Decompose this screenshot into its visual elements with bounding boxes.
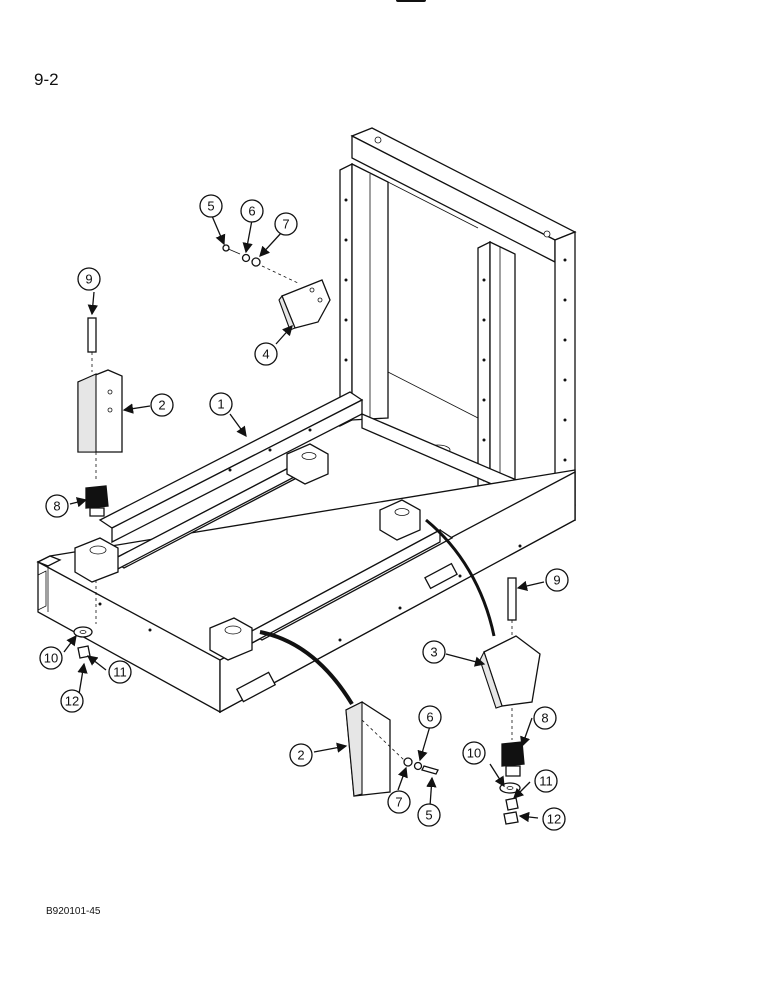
callout-6-lower: 6	[418, 705, 442, 729]
svg-text:9: 9	[553, 573, 560, 588]
svg-text:7: 7	[395, 795, 402, 810]
callout-10-left: 10	[39, 646, 63, 670]
svg-text:1: 1	[217, 397, 224, 412]
svg-text:11: 11	[539, 774, 553, 789]
callout-12-right: 12	[542, 807, 566, 831]
placement-arrow-right	[425, 518, 496, 637]
callout-11-right: 11	[534, 769, 558, 793]
svg-text:7: 7	[282, 217, 289, 232]
svg-text:10: 10	[44, 651, 58, 666]
callout-5-lower: 5	[417, 803, 441, 827]
callout-11-left: 11	[108, 660, 132, 684]
svg-text:12: 12	[65, 694, 79, 709]
callout-2-lower: 2	[289, 743, 313, 767]
callout-1: 1	[209, 392, 233, 416]
callout-leaders	[63, 215, 545, 823]
svg-text:5: 5	[207, 199, 214, 214]
callout-7-lower: 7	[387, 790, 411, 814]
svg-text:4: 4	[262, 347, 269, 362]
bottom-bracket-2-assembly	[345, 701, 439, 797]
svg-text:9: 9	[85, 272, 92, 287]
left-mount-stack	[73, 317, 123, 659]
figure-id: B920101-45	[46, 906, 101, 917]
frame-bolt-holes	[344, 198, 567, 482]
svg-text:5: 5	[425, 808, 432, 823]
callout-12-left: 12	[60, 689, 84, 713]
svg-text:10: 10	[467, 746, 481, 761]
page-number: 9-2	[34, 70, 59, 89]
svg-text:2: 2	[297, 748, 304, 763]
callout-9-left: 9	[77, 267, 101, 291]
svg-text:8: 8	[53, 499, 60, 514]
svg-text:6: 6	[426, 710, 433, 725]
svg-text:6: 6	[248, 204, 255, 219]
upright-frame	[339, 127, 577, 513]
svg-text:3: 3	[430, 645, 437, 660]
svg-text:2: 2	[158, 398, 165, 413]
callout-9-right: 9	[545, 568, 569, 592]
svg-text:12: 12	[547, 812, 561, 827]
callout-10-right: 10	[462, 741, 486, 765]
svg-text:11: 11	[113, 665, 127, 680]
callout-6-upper: 6	[240, 199, 264, 223]
callout-8-right: 8	[533, 706, 557, 730]
bracket-4-assembly	[222, 244, 331, 331]
callout-3: 3	[422, 640, 446, 664]
callout-2-upper: 2	[150, 393, 174, 417]
callout-4: 4	[254, 342, 278, 366]
callout-7-upper: 7	[274, 212, 298, 236]
right-mount-stack	[479, 577, 541, 825]
placement-arrow-left	[259, 630, 354, 706]
page-top-fragment	[396, 0, 426, 2]
frame-mount-cups	[74, 443, 421, 661]
svg-text:8: 8	[541, 711, 548, 726]
callout-8-left: 8	[45, 494, 69, 518]
callout-5-upper: 5	[199, 194, 223, 218]
